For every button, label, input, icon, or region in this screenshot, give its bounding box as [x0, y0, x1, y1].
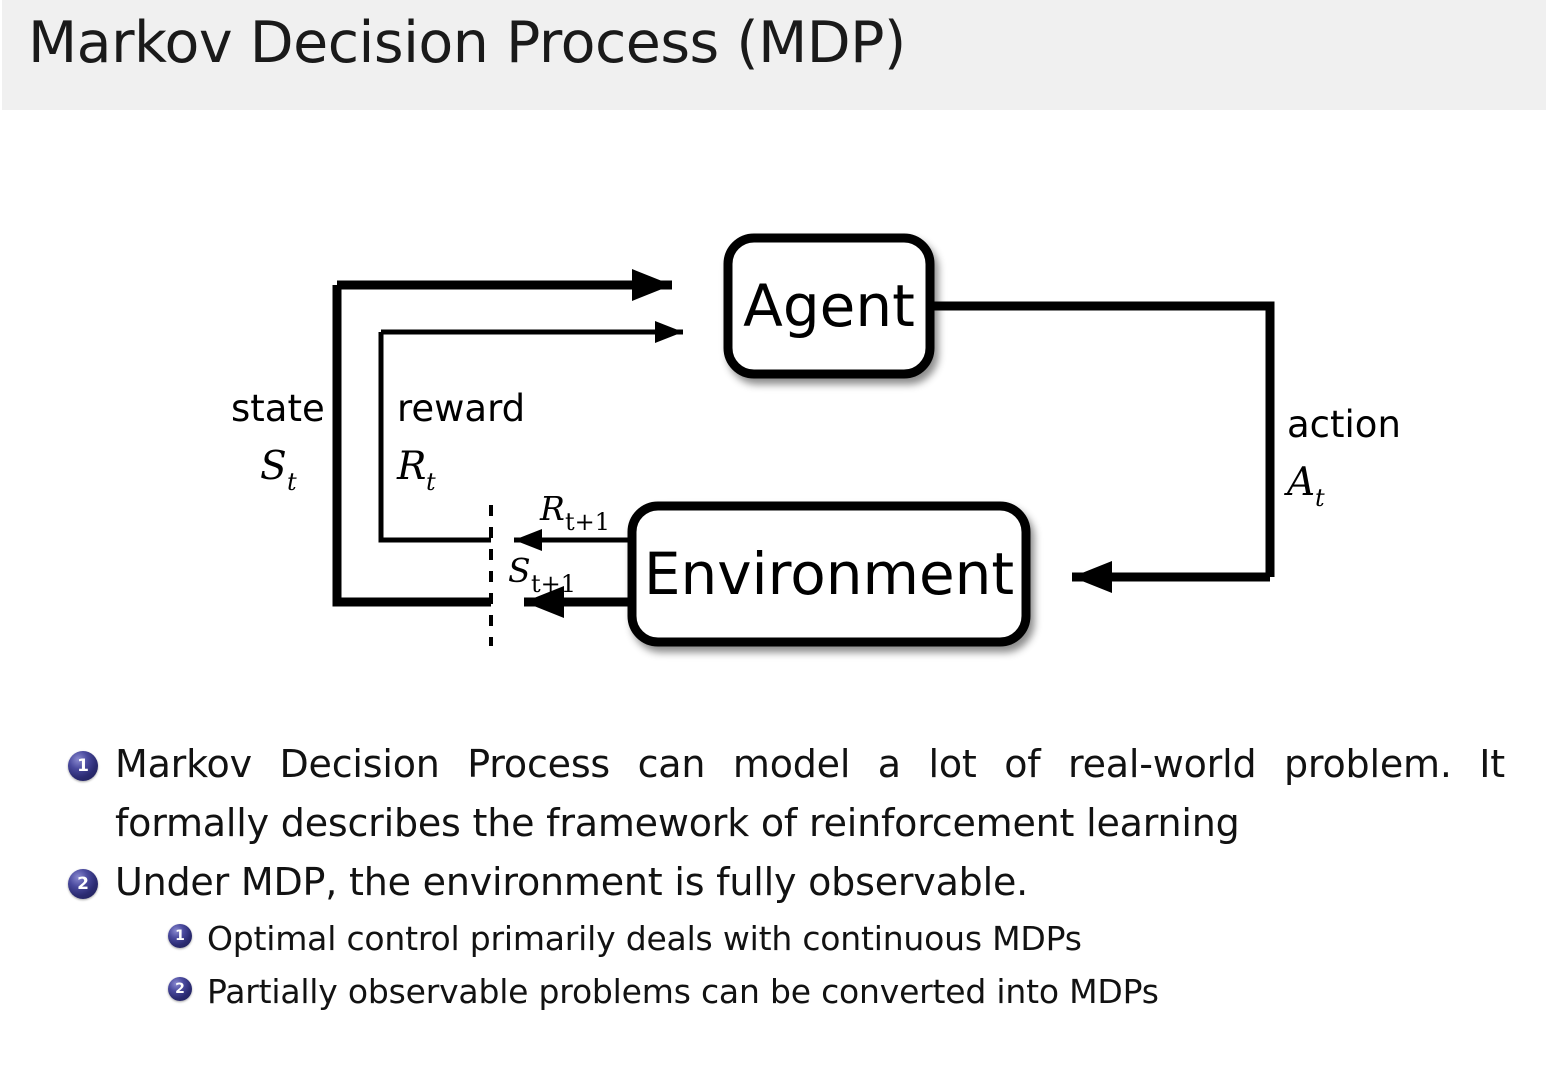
bullet-badge-1: 1	[68, 751, 98, 781]
sub-bullet-text-2: Partially observable problems can be con…	[207, 972, 1159, 1012]
node-environment[interactable]: Environment	[627, 501, 1031, 647]
label-state-next: S t+1	[508, 551, 576, 598]
list-item: 2 Under MDP, the environment is fully ob…	[0, 853, 1546, 912]
label-reward-word: reward	[397, 387, 525, 430]
label-action: action A t	[1284, 403, 1401, 512]
edge-state-to-agent	[332, 269, 672, 607]
label-reward-next-symbol: R	[539, 489, 565, 528]
label-state: state S t	[231, 387, 325, 496]
label-state-symbol: S	[260, 444, 287, 489]
list-item: 1 Markov Decision Process can model a lo…	[0, 735, 1546, 853]
bullet-list: 1 Markov Decision Process can model a lo…	[0, 735, 1546, 1019]
bullet-badge-2: 2	[68, 868, 98, 899]
label-state-subscript: t	[287, 468, 297, 496]
bullet-text-2: Under MDP, the environment is fully obse…	[115, 859, 1029, 904]
label-reward-next: R t+1	[539, 489, 610, 536]
bullet-text-1: Markov Decision Process can model a lot …	[115, 742, 1505, 845]
label-state-next-symbol: S	[508, 551, 531, 590]
sub-bullet-text-1: Optimal control primarily deals with con…	[207, 918, 1082, 958]
edge-action-to-environment	[930, 301, 1275, 593]
node-agent[interactable]: Agent	[723, 233, 935, 379]
list-item: 1 Optimal control primarily deals with c…	[0, 912, 1546, 965]
label-reward: reward R t	[396, 387, 525, 496]
mdp-agent-environment-diagram: Agent Environment state S t reward R t a…	[0, 110, 1546, 720]
label-reward-next-subscript: t+1	[565, 508, 610, 536]
sub-bullet-badge-2: 2	[168, 977, 192, 1002]
label-state-word: state	[231, 387, 325, 430]
page-title: Markov Decision Process (MDP)	[28, 10, 906, 76]
node-environment-label: Environment	[644, 540, 1014, 608]
slide-header-bar: Markov Decision Process (MDP)	[2, 0, 1546, 110]
label-action-subscript: t	[1315, 484, 1325, 512]
node-agent-label: Agent	[743, 272, 915, 340]
label-state-next-subscript: t+1	[531, 570, 576, 598]
label-reward-symbol: R	[396, 444, 426, 489]
label-action-word: action	[1287, 403, 1401, 446]
label-action-symbol: A	[1284, 460, 1315, 505]
sub-bullet-badge-1: 1	[168, 923, 192, 948]
list-item: 2 Partially observable problems can be c…	[0, 965, 1546, 1018]
edge-reward-to-agent	[378, 321, 683, 543]
label-reward-subscript: t	[426, 468, 436, 496]
